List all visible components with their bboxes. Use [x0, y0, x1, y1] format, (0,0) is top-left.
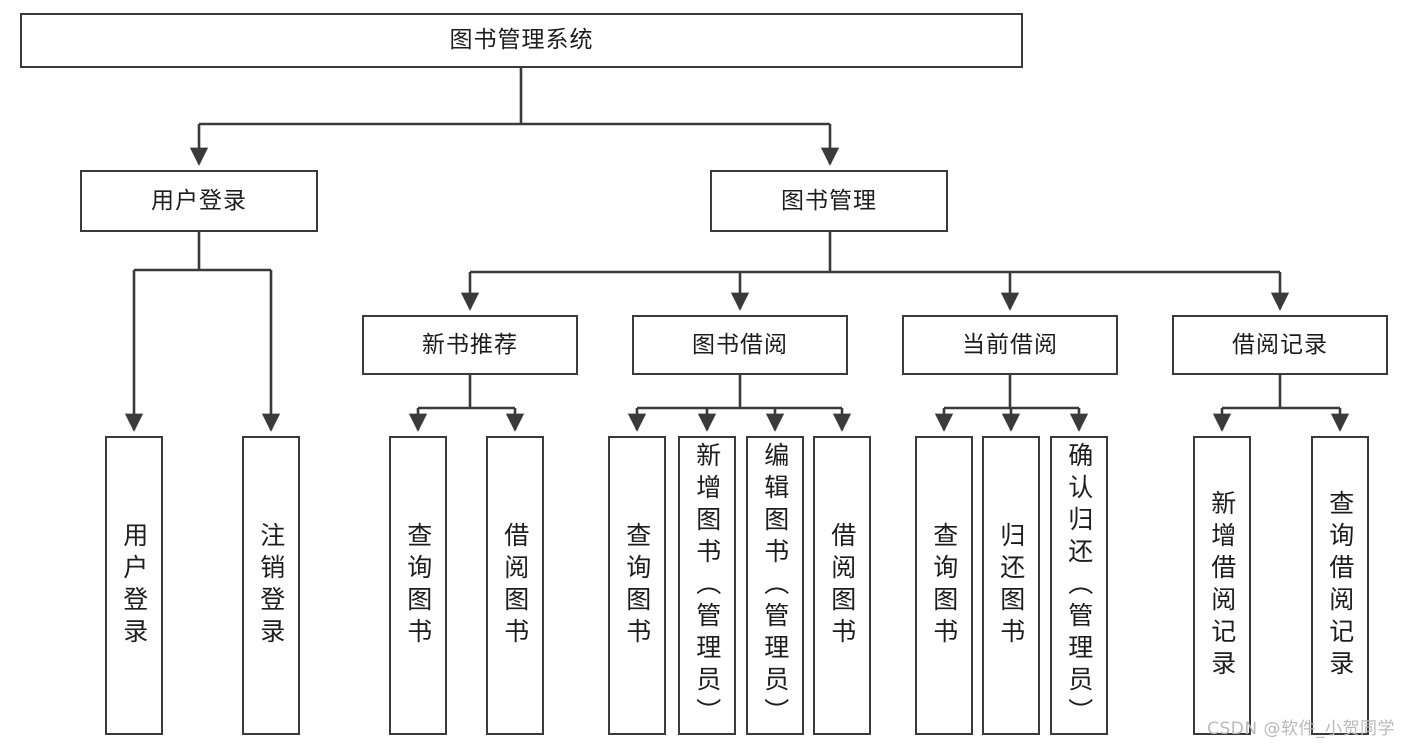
node-label: 新书推荐 [422, 331, 518, 358]
leaf-borrow-book-recommend[interactable]: 借阅图书 [486, 436, 544, 735]
leaf-user-login[interactable]: 用户登录 [105, 436, 163, 735]
leaf-query-book-current[interactable]: 查询图书 [915, 436, 973, 735]
node-label: 图书管理系统 [449, 27, 594, 54]
node-label: 新增图书（管理员） [692, 441, 722, 730]
node-label: 查询图书 [929, 521, 959, 650]
node-label: 图书管理 [781, 187, 877, 214]
leaf-return-book[interactable]: 归还图书 [982, 436, 1040, 735]
node-book-borrow[interactable]: 图书借阅 [632, 315, 848, 375]
leaf-add-borrow-record[interactable]: 新增借阅记录 [1193, 436, 1251, 735]
node-label: 编辑图书（管理员） [760, 441, 790, 730]
node-label: 借阅图书 [500, 521, 530, 650]
node-label: 确认归还（管理员） [1064, 441, 1094, 730]
node-label: 查询借阅记录 [1325, 489, 1355, 682]
leaf-borrow-book[interactable]: 借阅图书 [813, 436, 871, 735]
node-label: 用户登录 [119, 521, 149, 650]
node-root-system[interactable]: 图书管理系统 [20, 13, 1023, 68]
node-user-login[interactable]: 用户登录 [80, 170, 318, 232]
node-new-book-recommend[interactable]: 新书推荐 [362, 315, 578, 375]
node-borrow-record[interactable]: 借阅记录 [1172, 315, 1388, 375]
leaf-query-borrow-record[interactable]: 查询借阅记录 [1311, 436, 1369, 735]
leaf-add-book-admin[interactable]: 新增图书（管理员） [678, 436, 736, 735]
node-label: 图书借阅 [692, 331, 788, 358]
node-book-management[interactable]: 图书管理 [710, 170, 948, 232]
leaf-query-book-borrow[interactable]: 查询图书 [608, 436, 666, 735]
node-label: 归还图书 [996, 521, 1026, 650]
leaf-logout[interactable]: 注销登录 [242, 436, 300, 735]
node-label: 用户登录 [151, 187, 247, 214]
node-label: 查询图书 [403, 521, 433, 650]
node-current-borrow[interactable]: 当前借阅 [902, 315, 1118, 375]
node-label: 注销登录 [256, 521, 286, 650]
node-label: 借阅记录 [1232, 331, 1328, 358]
node-label: 当前借阅 [962, 331, 1058, 358]
node-label: 新增借阅记录 [1207, 489, 1237, 682]
leaf-edit-book-admin[interactable]: 编辑图书（管理员） [746, 436, 804, 735]
node-label: 查询图书 [622, 521, 652, 650]
leaf-query-book-recommend[interactable]: 查询图书 [389, 436, 447, 735]
node-label: 借阅图书 [827, 521, 857, 650]
leaf-confirm-return-admin[interactable]: 确认归还（管理员） [1050, 436, 1108, 735]
